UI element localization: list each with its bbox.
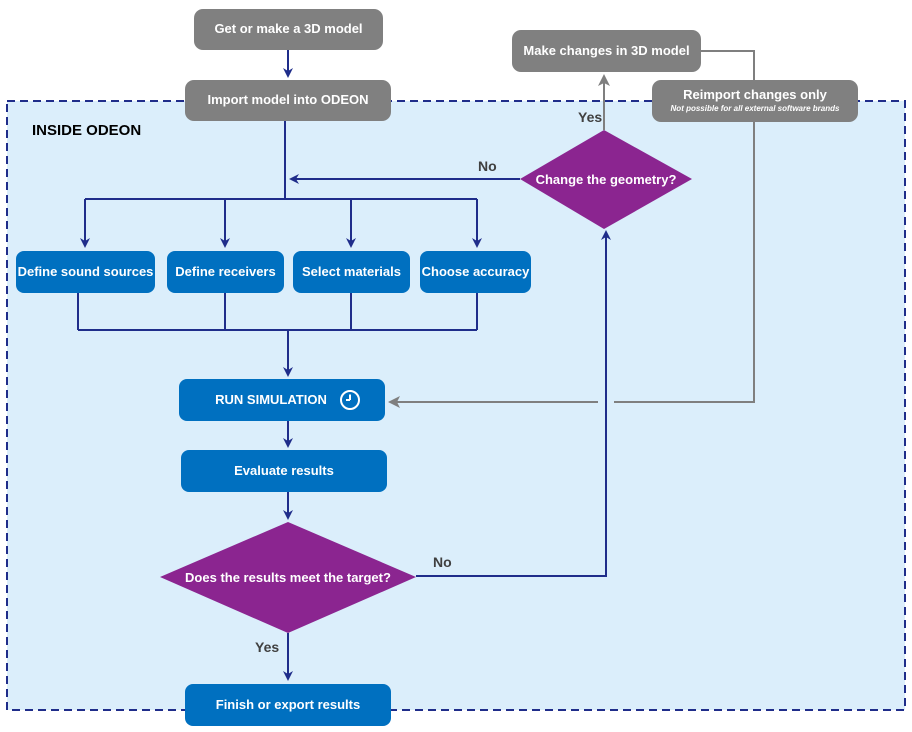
node-run-simulation-label: RUN SIMULATION [215, 391, 327, 407]
edge-label-no-target: No [433, 554, 452, 570]
decision-meet-target-label: Does the results meet the target? [185, 569, 391, 585]
node-import-model: Import model into ODEON [185, 80, 391, 121]
edge-no-target [416, 230, 611, 577]
decision-change-geometry-label: Change the geometry? [535, 171, 677, 187]
node-define-receivers-label: Define receivers [175, 263, 276, 279]
edge-reimport-to-run [614, 122, 755, 403]
node-reimport-note: Not possible for all external software b… [670, 104, 840, 114]
node-evaluate: Evaluate results [181, 450, 387, 492]
inside-odeon-zone [6, 100, 906, 711]
decision-change-geometry [520, 130, 692, 229]
clock-icon [339, 389, 361, 411]
node-select-materials: Select materials [293, 251, 410, 293]
node-get-model: Get or make a 3D model [194, 9, 383, 50]
node-make-changes-label: Make changes in 3D model [523, 42, 690, 58]
node-define-receivers: Define receivers [167, 251, 284, 293]
node-reimport: Reimport changes only Not possible for a… [652, 80, 858, 122]
edge-label-yes-target: Yes [255, 639, 280, 655]
edge-make-changes-loop [701, 50, 755, 80]
node-define-sources-label: Define sound sources [17, 263, 154, 279]
node-import-model-label: Import model into ODEON [207, 92, 369, 108]
node-choose-accuracy: Choose accuracy [420, 251, 531, 293]
node-choose-accuracy-label: Choose accuracy [421, 263, 530, 279]
node-finish: Finish or export results [185, 684, 391, 726]
edge-label-yes-geometry: Yes [578, 109, 603, 125]
node-finish-label: Finish or export results [215, 696, 361, 712]
node-define-sources: Define sound sources [16, 251, 155, 293]
node-run-simulation: RUN SIMULATION [179, 379, 385, 421]
zone-title: INSIDE ODEON [32, 122, 142, 139]
node-evaluate-label: Evaluate results [234, 462, 334, 478]
node-get-model-label: Get or make a 3D model [214, 21, 363, 37]
node-select-materials-label: Select materials [301, 263, 401, 279]
node-reimport-label: Reimport changes only [683, 87, 827, 103]
node-make-changes: Make changes in 3D model [512, 30, 701, 72]
edge-label-no-geometry: No [478, 158, 497, 174]
decision-meet-target [160, 522, 416, 633]
